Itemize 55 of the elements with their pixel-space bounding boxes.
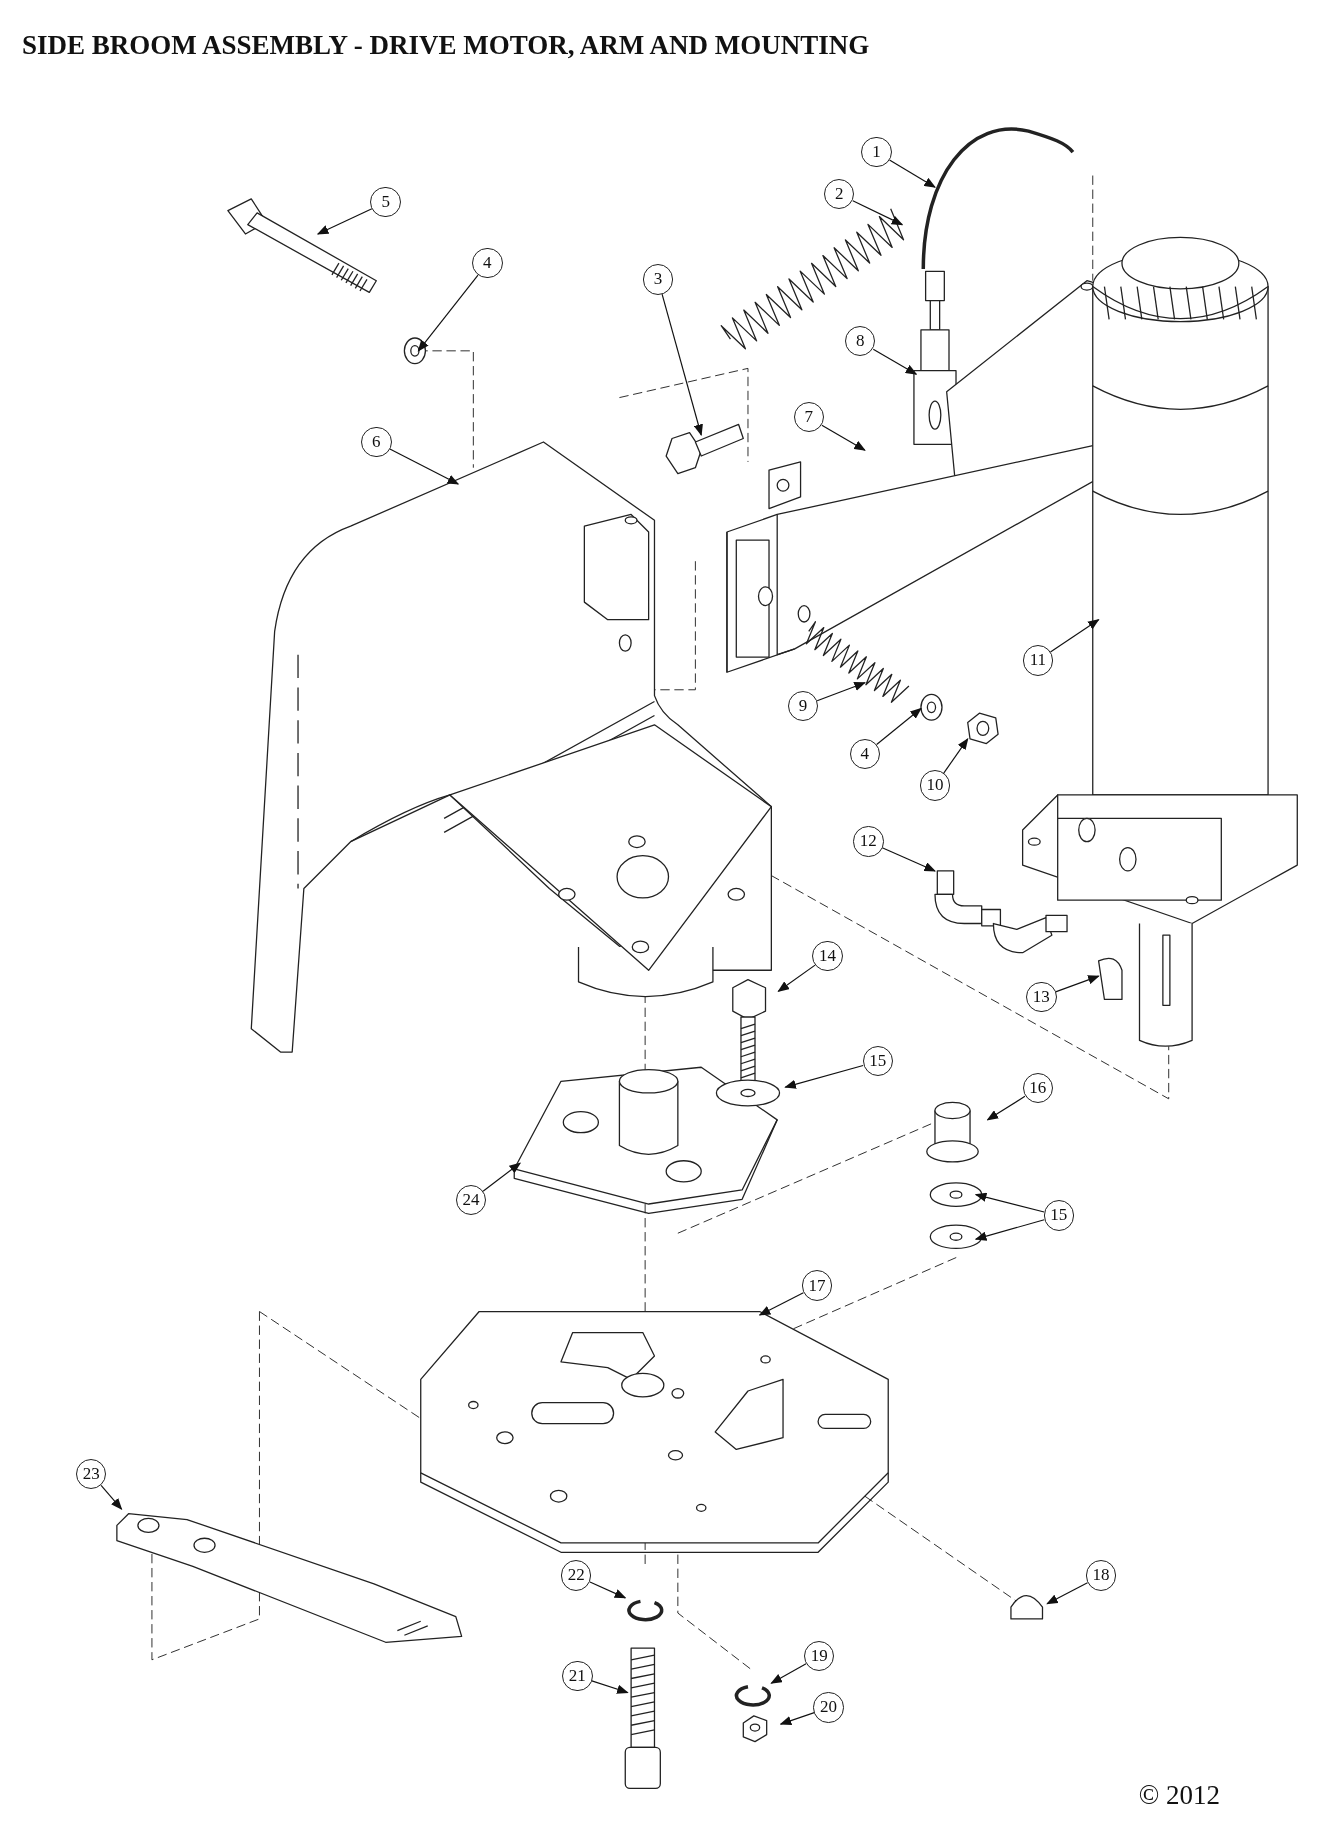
callout-number: 22: [560, 1560, 592, 1591]
leader-line: [589, 1581, 627, 1599]
callout-number: 3: [642, 264, 674, 295]
callout-number: 15: [862, 1046, 893, 1077]
callout-number: 6: [361, 426, 392, 457]
leader-line: [1055, 975, 1100, 993]
callout-number: 7: [793, 402, 824, 433]
leader-line: [758, 1292, 804, 1316]
leader-line: [986, 1095, 1026, 1121]
leader-line: [770, 1663, 807, 1684]
callout-number: 2: [823, 178, 855, 210]
callout-number: 1: [861, 136, 892, 168]
callout-number: 18: [1085, 1560, 1117, 1591]
callout-number: 12: [853, 826, 884, 857]
callout-number: 9: [787, 690, 819, 722]
leader-line: [417, 274, 479, 352]
leader-line: [852, 200, 904, 226]
leader-line: [591, 1680, 629, 1694]
leader-line: [1049, 619, 1100, 653]
leader-line: [881, 847, 937, 872]
callout-number: 5: [370, 187, 401, 218]
title: SIDE BROOM ASSEMBLY - DRIVE MOTOR, ARM AND MOUNTING: [22, 30, 870, 61]
callout-number: 16: [1022, 1072, 1053, 1104]
leader-line: [974, 1219, 1045, 1241]
callout-number: 4: [472, 247, 503, 279]
leader-line: [389, 448, 460, 485]
callout-number: 13: [1026, 981, 1057, 1013]
callout-number: 21: [562, 1660, 593, 1692]
leader-line: [872, 348, 918, 375]
callout-number: 24: [455, 1185, 487, 1216]
leader-line: [816, 682, 866, 702]
leader-line: [943, 737, 969, 774]
callout-number: 15: [1043, 1200, 1075, 1231]
leader-line: [784, 1064, 864, 1089]
callout-number: 14: [812, 940, 843, 972]
callout-number: 8: [844, 326, 876, 357]
leader-line: [779, 1712, 815, 1726]
callout-number: 20: [813, 1692, 844, 1723]
callout-number: 19: [804, 1640, 835, 1672]
callout-number: 10: [919, 770, 951, 801]
leader-line: [888, 159, 936, 188]
leader-line: [100, 1484, 123, 1510]
leader-line: [777, 964, 816, 992]
callout-number: 23: [75, 1458, 107, 1489]
leader-line: [821, 424, 866, 451]
leader-line: [661, 293, 703, 437]
callout-number: 17: [801, 1270, 833, 1301]
leader-line: [1046, 1582, 1089, 1605]
leader-line: [974, 1192, 1045, 1213]
copyright-notice: © 2012: [1138, 1780, 1220, 1811]
callout-number: 4: [849, 738, 881, 769]
leader-line: [316, 208, 373, 235]
callout-number: 11: [1022, 645, 1053, 676]
leader-line: [876, 707, 922, 746]
leader-line: [482, 1162, 521, 1192]
